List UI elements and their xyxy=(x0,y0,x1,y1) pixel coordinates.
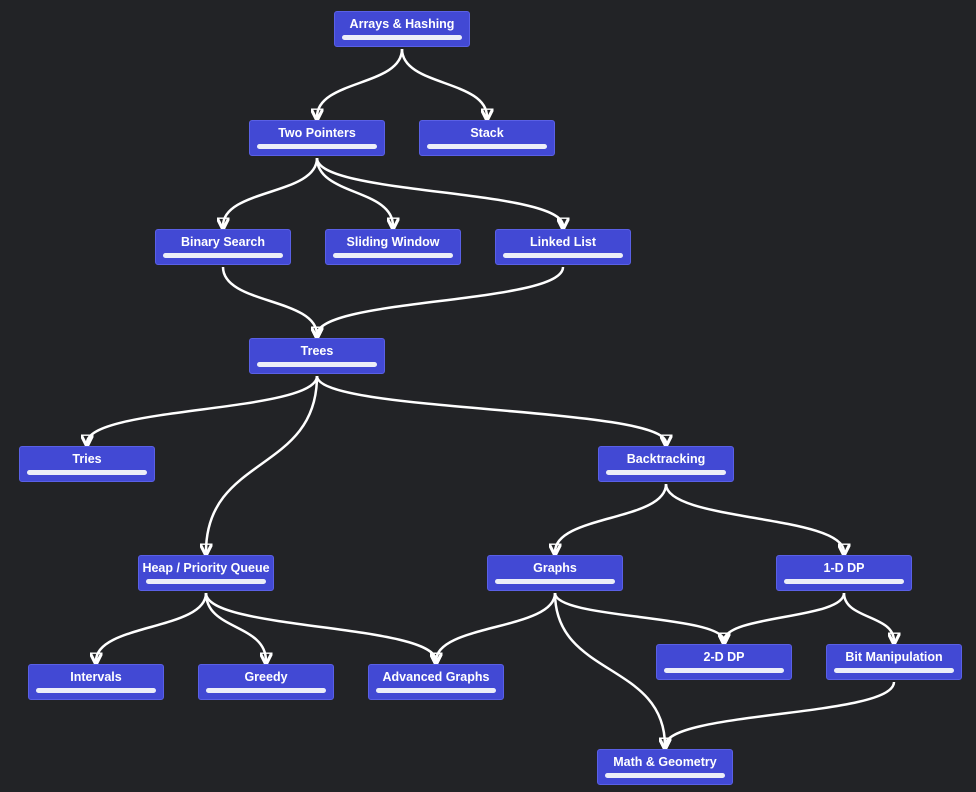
edge-arrays-to-stack xyxy=(400,48,487,117)
edge-backtracking-to-dp1 xyxy=(664,483,844,552)
node-label: Heap / Priority Queue xyxy=(142,561,270,575)
node-arrays[interactable]: Arrays & Hashing xyxy=(334,11,470,47)
edge-trees-to-heap xyxy=(206,375,319,552)
progress-bar xyxy=(376,688,496,693)
node-label: 2-D DP xyxy=(703,650,745,664)
edge-binsearch-to-trees xyxy=(221,266,317,335)
edge-bitmanip-to-math xyxy=(665,681,896,746)
edge-trees-to-tries xyxy=(87,375,319,443)
progress-bar xyxy=(36,688,156,693)
edge-dp1-to-dp2 xyxy=(724,592,846,641)
edge-twoptr-to-binsearch xyxy=(223,157,319,226)
node-binsearch[interactable]: Binary Search xyxy=(155,229,291,265)
node-stack[interactable]: Stack xyxy=(419,120,555,156)
node-label: Tries xyxy=(72,452,102,466)
progress-bar xyxy=(333,253,453,258)
node-label: Graphs xyxy=(533,561,577,575)
node-label: Stack xyxy=(470,126,504,140)
node-trees[interactable]: Trees xyxy=(249,338,385,374)
edge-linked-to-trees xyxy=(317,266,565,335)
progress-bar xyxy=(784,579,904,584)
edge-graphs-to-advgraphs xyxy=(436,592,557,661)
node-label: Arrays & Hashing xyxy=(349,17,455,31)
edge-backtracking-to-graphs xyxy=(555,483,668,552)
node-linked[interactable]: Linked List xyxy=(495,229,631,265)
node-label: Greedy xyxy=(244,670,288,684)
node-twoptr[interactable]: Two Pointers xyxy=(249,120,385,156)
node-tries[interactable]: Tries xyxy=(19,446,155,482)
node-label: Intervals xyxy=(70,670,122,684)
node-dp2[interactable]: 2-D DP xyxy=(656,644,792,680)
edge-trees-to-backtracking xyxy=(315,375,666,443)
progress-bar xyxy=(342,35,462,40)
node-label: Binary Search xyxy=(180,235,266,249)
progress-bar xyxy=(605,773,725,778)
progress-bar xyxy=(257,362,377,367)
node-math[interactable]: Math & Geometry xyxy=(597,749,733,785)
progress-bar xyxy=(257,144,377,149)
node-bitmanip[interactable]: Bit Manipulation xyxy=(826,644,962,680)
edge-heap-to-greedy xyxy=(204,592,266,661)
node-graphs[interactable]: Graphs xyxy=(487,555,623,591)
progress-bar xyxy=(206,688,326,693)
node-greedy[interactable]: Greedy xyxy=(198,664,334,700)
node-label: Two Pointers xyxy=(278,126,356,140)
node-label: Advanced Graphs xyxy=(382,670,490,684)
edge-dp1-to-bitmanip xyxy=(842,592,894,641)
edge-arrays-to-twoptr xyxy=(317,48,404,117)
node-label: 1-D DP xyxy=(823,561,865,575)
progress-bar xyxy=(834,668,954,673)
node-dp1[interactable]: 1-D DP xyxy=(776,555,912,591)
progress-bar xyxy=(503,253,623,258)
node-label: Bit Manipulation xyxy=(845,650,943,664)
edge-twoptr-to-linked xyxy=(315,157,563,226)
node-advgraphs[interactable]: Advanced Graphs xyxy=(368,664,504,700)
progress-bar xyxy=(27,470,147,475)
node-label: Linked List xyxy=(530,235,596,249)
node-sliding[interactable]: Sliding Window xyxy=(325,229,461,265)
node-label: Sliding Window xyxy=(346,235,440,249)
progress-bar xyxy=(664,668,784,673)
progress-bar xyxy=(495,579,615,584)
edge-heap-to-intervals xyxy=(96,592,208,661)
progress-bar xyxy=(427,144,547,149)
node-intervals[interactable]: Intervals xyxy=(28,664,164,700)
edge-twoptr-to-sliding xyxy=(315,157,393,226)
node-label: Backtracking xyxy=(626,452,706,466)
node-backtracking[interactable]: Backtracking xyxy=(598,446,734,482)
node-label: Trees xyxy=(300,344,334,358)
progress-bar xyxy=(146,579,266,584)
edge-heap-to-advgraphs xyxy=(204,592,436,661)
progress-bar xyxy=(163,253,283,258)
progress-bar xyxy=(606,470,726,475)
node-heap[interactable]: Heap / Priority Queue xyxy=(138,555,274,591)
edge-graphs-to-math xyxy=(553,592,665,746)
node-label: Math & Geometry xyxy=(613,755,717,769)
edge-graphs-to-dp2 xyxy=(553,592,724,641)
